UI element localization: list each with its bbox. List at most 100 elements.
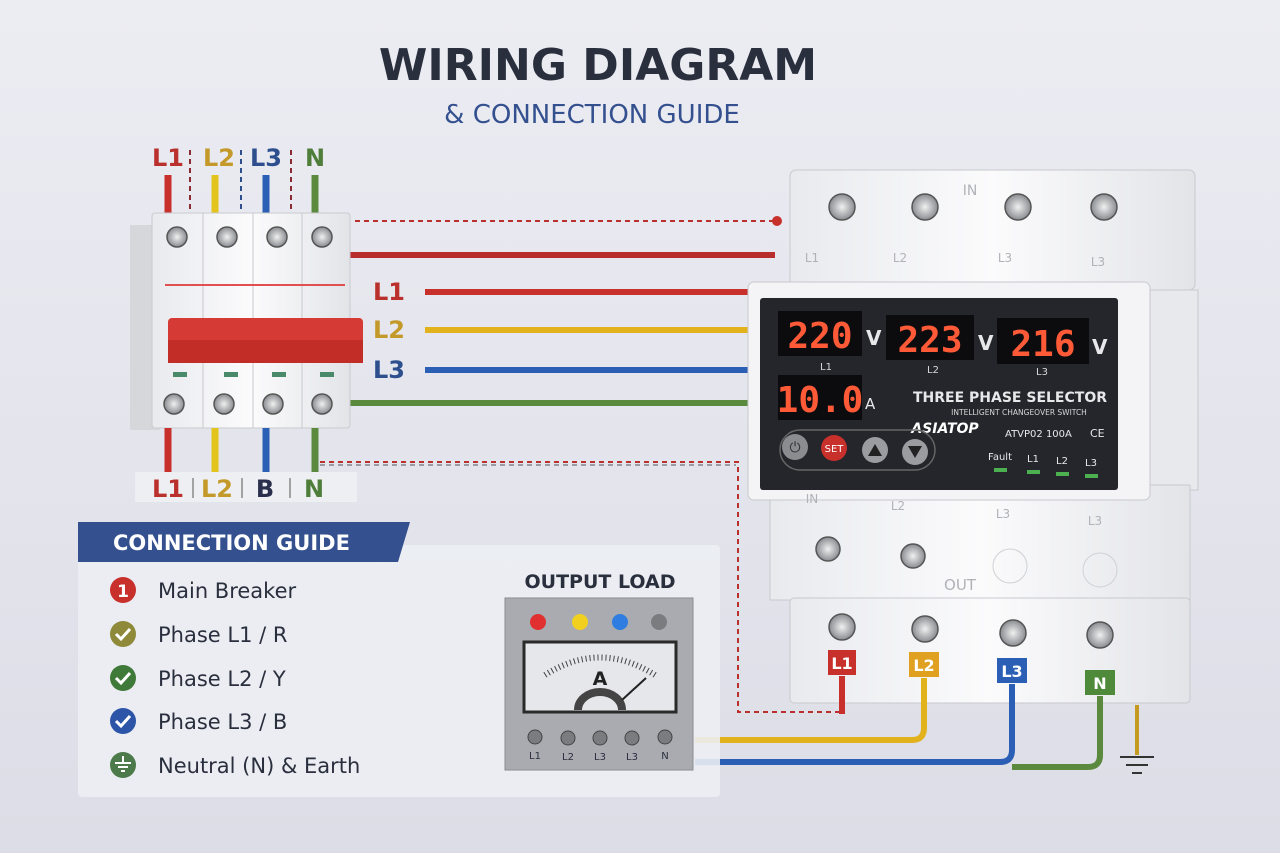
feed-labels: L1 L2 L3	[373, 278, 405, 384]
current-unit: A	[865, 395, 876, 413]
in-label: IN	[963, 183, 978, 199]
product-title: THREE PHASE SELECTOR	[913, 390, 1107, 406]
page-title: WIRING DIAGRAM	[379, 40, 817, 91]
feed-label-l3: L3	[373, 356, 405, 384]
output-load-title: OUTPUT LOAD	[524, 571, 675, 593]
load-terminal-l3b: L3	[626, 752, 638, 763]
input-screws	[815, 193, 1118, 649]
guide-item-main-breaker: 1 Main Breaker	[110, 577, 297, 603]
load-terminal-l3: L3	[594, 752, 606, 763]
earth-icon	[1120, 756, 1154, 774]
output-load-meter: A L1 L2 L3 L3 N	[504, 597, 694, 771]
current-display: 10.0	[777, 380, 864, 421]
in-terminal-l1: L1	[805, 251, 819, 265]
power-button[interactable]	[782, 434, 808, 460]
breaker-bottom-labels: L1 L2 B N	[152, 475, 324, 503]
guide-item-label: Main Breaker	[158, 579, 297, 603]
load-terminal-l2: L2	[562, 752, 574, 763]
breaker-output-wires	[164, 428, 319, 472]
label-n: N	[305, 144, 325, 172]
voltage-l3: 216	[1010, 324, 1075, 365]
feed-label-l2: L2	[373, 316, 405, 344]
check-icon	[110, 708, 136, 734]
indicator-l3-label: L3	[1085, 458, 1097, 469]
model-number: ATVP02 100A	[1005, 429, 1072, 440]
out-l3: L3	[1001, 662, 1022, 681]
guide-title: CONNECTION GUIDE	[113, 531, 350, 555]
guide-header	[78, 522, 410, 562]
guide-item-label: Neutral (N) & Earth	[158, 754, 360, 778]
output-terminal-labels: L1 L2 L3 N	[828, 650, 1115, 695]
up-arrow-icon	[868, 444, 882, 456]
unit-v2: V	[978, 331, 994, 355]
voltage-l2: 223	[897, 320, 962, 361]
bottom-label-l2: L2	[201, 475, 233, 503]
meter-needle	[621, 677, 647, 701]
in-terminal-l3b: L3	[1091, 255, 1105, 269]
load-terminal-n: N	[661, 751, 668, 762]
out-n: N	[1093, 674, 1106, 693]
in-terminal-l3: L3	[998, 251, 1012, 265]
label-l3: L3	[250, 144, 282, 172]
status-indicators: Fault L1 L2 L3	[988, 452, 1098, 478]
incoming-wires	[164, 175, 319, 215]
ammeter-dial	[522, 640, 678, 714]
out-l1: L1	[831, 654, 852, 673]
guide-list: 1 Main Breaker Phase L1 / R Phase L2 / Y…	[110, 577, 360, 778]
main-breaker	[130, 212, 363, 430]
brand-logo: ASIATOP	[910, 421, 979, 437]
feed-label-l1: L1	[373, 278, 405, 306]
meter-unit: A	[593, 668, 608, 690]
down-arrow-icon	[908, 446, 922, 458]
phase-l1: L1	[820, 362, 832, 373]
indicator-fault-label: Fault	[988, 452, 1012, 463]
bottom-label-l1: L1	[152, 475, 184, 503]
label-l1: L1	[152, 144, 184, 172]
voltage-l1: 220	[787, 316, 852, 357]
control-buttons: ⏻ SET	[782, 434, 928, 465]
out-label: OUT	[944, 576, 977, 594]
product-subtitle: INTELLIGENT CHANGEOVER SWITCH	[951, 408, 1087, 417]
set-button[interactable]	[821, 435, 847, 461]
guide-item-phase-l3: Phase L3 / B	[110, 708, 287, 734]
phase-l3: L3	[1036, 367, 1048, 378]
badge-number: 1	[117, 582, 129, 602]
connection-dot	[772, 216, 782, 226]
lower-label-l2: L2	[891, 499, 905, 513]
ce-mark: CE	[1090, 427, 1105, 440]
led-yellow	[572, 614, 588, 630]
led-gray	[651, 614, 667, 630]
bottom-label-n: N	[304, 475, 324, 503]
voltage-displays: 220 223 216 V V V L1 L2 L3	[778, 311, 1108, 378]
led-blue	[612, 614, 628, 630]
load-terminal-l1: L1	[529, 751, 541, 762]
label-l2: L2	[203, 144, 235, 172]
lower-label-l3: L3	[996, 507, 1010, 521]
check-icon	[110, 665, 136, 691]
earth-icon	[110, 752, 136, 778]
out-l2: L2	[913, 656, 934, 675]
set-label: SET	[825, 444, 845, 455]
lower-label-in: IN	[806, 492, 819, 506]
unit-v3: V	[1092, 335, 1108, 359]
button-group	[779, 429, 936, 471]
phase-l2: L2	[927, 365, 939, 376]
breaker-bottom-label-strip	[135, 472, 357, 502]
feed-wires	[348, 252, 775, 406]
indicator-l2-label: L2	[1056, 456, 1068, 467]
guide-item-phase-l1: Phase L1 / R	[110, 621, 287, 647]
guide-item-label: Phase L3 / B	[158, 710, 287, 734]
unit-v1: V	[866, 326, 882, 350]
guide-item-label: Phase L1 / R	[158, 623, 287, 647]
bottom-label-b: B	[256, 475, 274, 503]
lower-label-l3b: L3	[1088, 514, 1102, 528]
power-icon: ⏻	[789, 440, 800, 456]
breaker-top-labels: L1 L2 L3 N	[152, 144, 325, 172]
check-icon	[110, 621, 136, 647]
output-wires	[695, 676, 1139, 770]
led-red	[530, 614, 546, 630]
dashed-guides	[189, 150, 842, 713]
number-1-icon	[110, 577, 136, 603]
guide-item-neutral-earth: Neutral (N) & Earth	[110, 752, 360, 778]
